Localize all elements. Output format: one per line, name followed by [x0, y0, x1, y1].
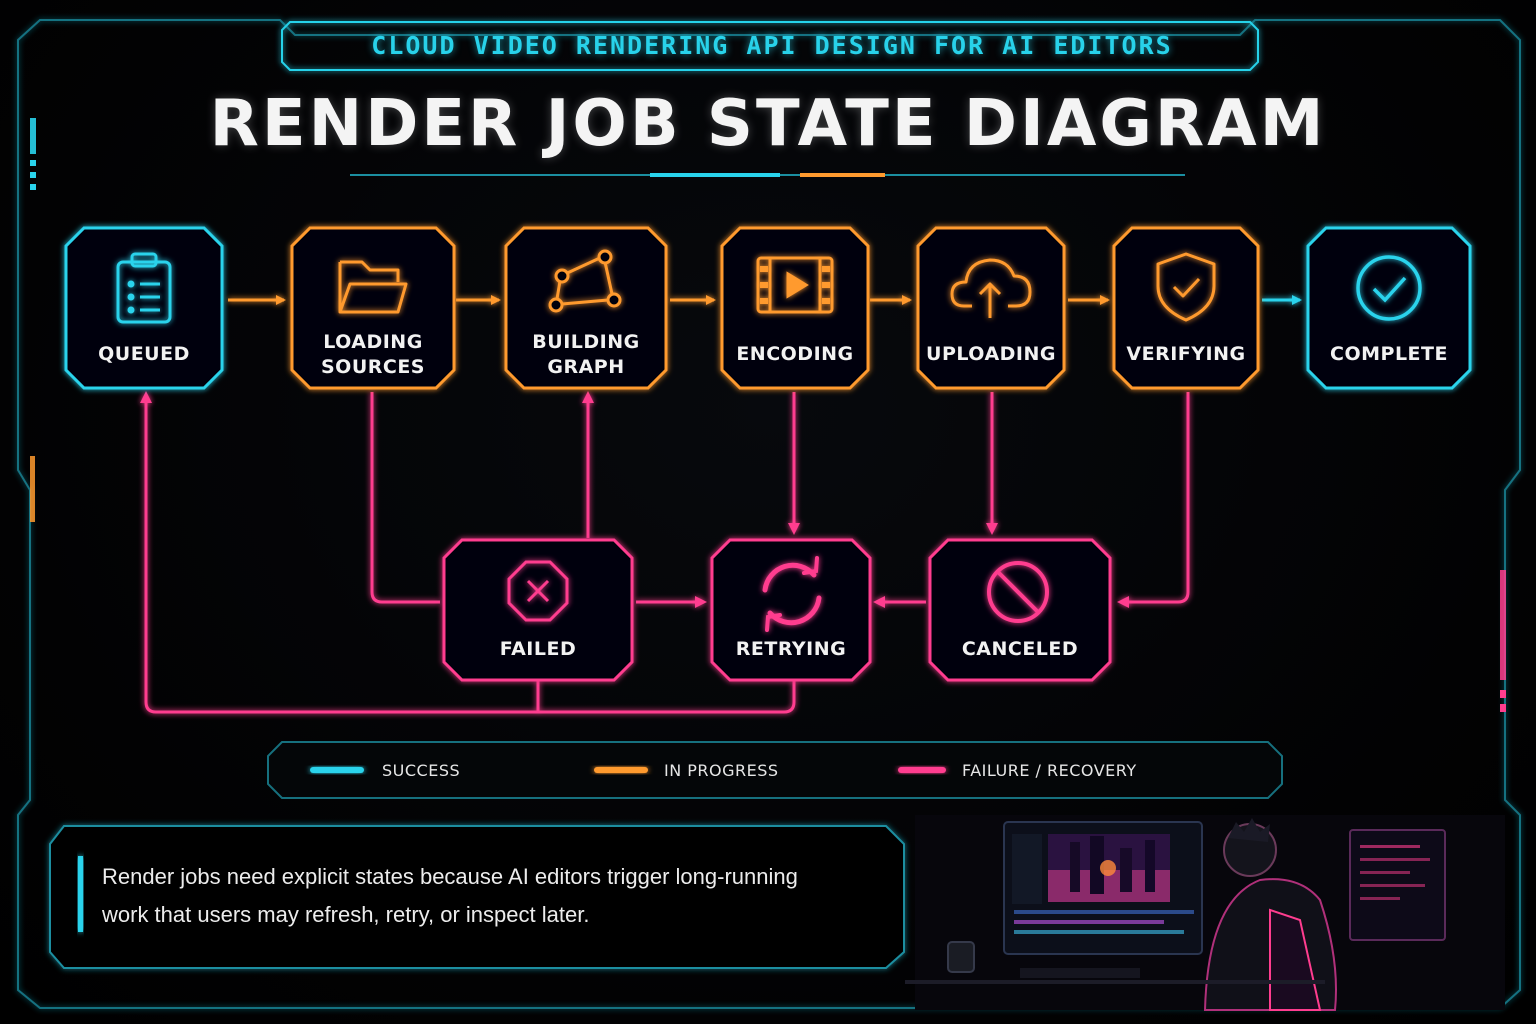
explanation-note: Render jobs need explicit states because… — [102, 858, 882, 934]
check-circle-icon — [1356, 255, 1422, 321]
state-building-graph: BUILDING GRAPH — [506, 330, 666, 380]
shield-check-icon — [1156, 252, 1216, 322]
legend-swatch-failure — [898, 767, 946, 773]
state-encoding-label: ENCODING — [736, 343, 854, 365]
state-building-graph-line2: GRAPH — [547, 356, 625, 378]
state-canceled-label: CANCELED — [961, 638, 1079, 660]
legend-label-failure: FAILURE / RECOVERY — [962, 761, 1137, 780]
note-panel — [49, 825, 905, 969]
film-play-icon — [756, 256, 834, 314]
box-verifying — [1112, 226, 1260, 390]
prohibited-icon — [987, 561, 1049, 623]
state-building-graph-line1: BUILDING — [532, 331, 640, 353]
state-retrying: RETRYING — [712, 637, 870, 662]
state-uploading: UPLOADING — [918, 342, 1064, 367]
state-uploading-label: UPLOADING — [926, 343, 1056, 365]
edge-retry-failed-queued — [140, 391, 796, 714]
box-queued — [64, 226, 224, 390]
legend-label-success: SUCCESS — [382, 761, 461, 780]
legend-label-in-progress: IN PROGRESS — [664, 761, 779, 780]
edge-loading-failed — [370, 392, 440, 604]
legend-frame — [267, 741, 1283, 799]
note-line-1: Render jobs need explicit states because… — [102, 864, 798, 889]
state-encoding: ENCODING — [722, 342, 868, 367]
outer-frame — [17, 19, 1521, 1009]
legend-swatch-in-progress — [594, 767, 648, 773]
node-graph-icon — [548, 249, 622, 313]
box-loading-sources — [290, 226, 456, 390]
state-canceled: CANCELED — [930, 637, 1110, 662]
edge-verifying-canceled — [1117, 392, 1190, 608]
box-canceled — [928, 538, 1112, 682]
state-verifying: VERIFYING — [1114, 342, 1258, 367]
refresh-icon — [762, 556, 822, 632]
state-failed: FAILED — [444, 637, 632, 662]
state-complete-label: COMPLETE — [1330, 343, 1448, 365]
state-verifying-label: VERIFYING — [1126, 343, 1246, 365]
state-loading-sources-line1: LOADING — [323, 331, 423, 353]
state-complete: COMPLETE — [1308, 342, 1470, 367]
diagram-title: RENDER JOB STATE DIAGRAM — [209, 87, 1327, 161]
diagram-subtitle: CLOUD VIDEO RENDERING API DESIGN FOR AI … — [371, 31, 1173, 60]
state-retrying-label: RETRYING — [735, 638, 847, 660]
clipboard-list-icon — [116, 252, 172, 324]
box-failed — [442, 538, 634, 682]
frame-accents — [30, 118, 1506, 712]
box-retrying — [710, 538, 872, 682]
state-queued: QUEUED — [66, 342, 222, 367]
state-failed-label: FAILED — [499, 638, 577, 660]
state-loading-sources-line2: SOURCES — [320, 356, 425, 378]
cloud-upload-icon — [950, 258, 1032, 318]
folder-icon — [338, 260, 408, 314]
legend-swatch-success — [310, 767, 364, 773]
state-queued-label: QUEUED — [98, 343, 190, 365]
transition-edges — [140, 295, 1302, 714]
state-loading-sources: LOADING SOURCES — [292, 330, 454, 380]
box-building-graph — [504, 226, 668, 390]
box-complete — [1306, 226, 1472, 390]
editor-workstation-illustration — [905, 815, 1505, 1011]
stop-x-icon — [507, 560, 569, 622]
note-line-2: work that users may refresh, retry, or i… — [102, 902, 590, 927]
